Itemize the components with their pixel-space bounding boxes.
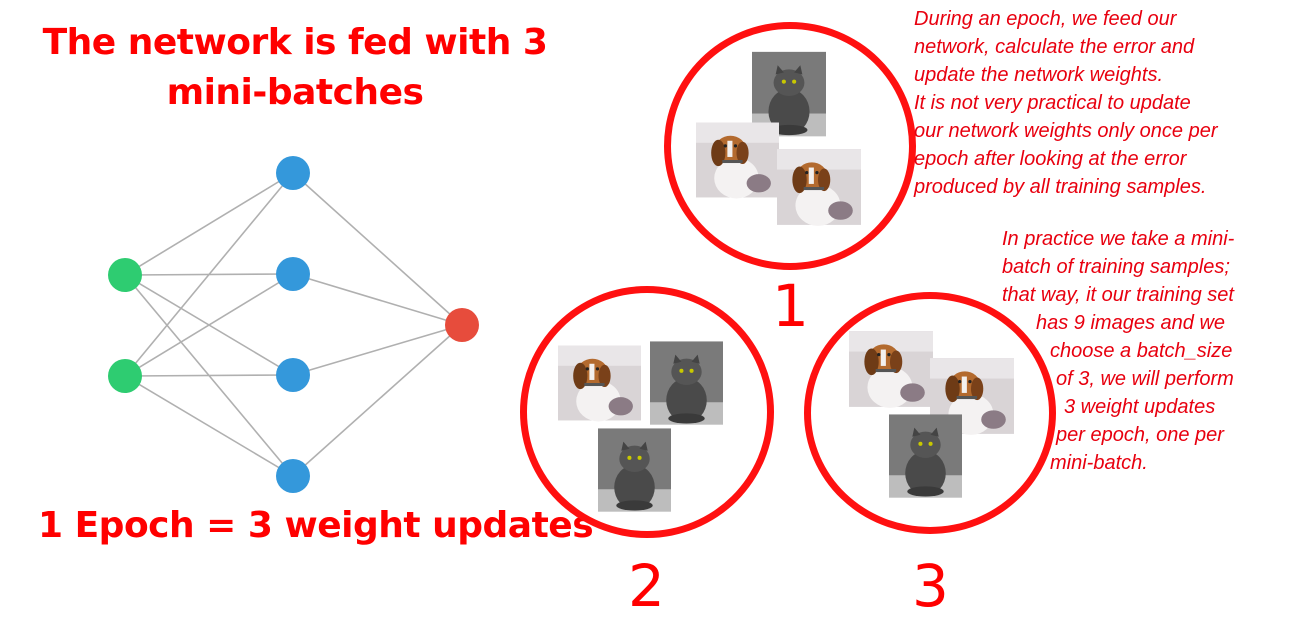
edge: [124, 172, 294, 276]
output-node: [445, 308, 479, 342]
epoch-caption: 1 Epoch = 3 weight updates: [38, 505, 594, 546]
text-line: update the network weights.: [914, 64, 1164, 86]
hidden-node: [276, 358, 310, 392]
text-line: network, calculate the error and: [914, 36, 1195, 58]
input-node: [108, 359, 142, 393]
network-edges: [124, 172, 463, 477]
edge: [292, 273, 463, 326]
text-line: In practice we take a mini-: [1002, 228, 1235, 250]
batch-label-2: 2: [628, 552, 665, 620]
text-line: per epoch, one per: [1056, 424, 1224, 446]
edge: [292, 324, 463, 376]
edge: [124, 273, 294, 377]
hidden-node: [276, 156, 310, 190]
hidden-node: [276, 459, 310, 493]
text-line: produced by all training samples.: [914, 176, 1207, 198]
text-line: choose a batch_size: [1050, 340, 1233, 362]
dog-photo-icon: [696, 122, 779, 199]
text-line: mini-batch.: [1050, 452, 1148, 474]
text-line: that way, it our training set: [1002, 284, 1234, 306]
dog-photo-icon: [777, 149, 861, 226]
text-line: batch of training samples;: [1002, 256, 1230, 278]
text-line: has 9 images and we: [1036, 312, 1226, 334]
text-line: of 3, we will perform: [1056, 368, 1234, 390]
input-node: [108, 258, 142, 292]
title-line-1: The network is fed with 3: [42, 22, 548, 63]
edge: [292, 324, 463, 477]
edge: [124, 374, 294, 377]
edge: [124, 375, 294, 477]
edge: [124, 172, 294, 377]
mini-batch-explanation-text: In practice we take a mini- batch of tra…: [0, 225, 1291, 477]
text-line: During an epoch, we feed our: [914, 8, 1177, 30]
text-line: It is not very practical to update: [914, 92, 1191, 114]
batch-label-1: 1: [772, 272, 809, 340]
neural-network-diagram: [108, 156, 479, 493]
epoch-explanation-text: During an epoch, we feed our network, ca…: [914, 5, 1218, 201]
text-line: 3 weight updates: [1064, 396, 1216, 418]
text-line: epoch after looking at the error: [914, 148, 1187, 170]
title-line-2: mini-batches: [166, 72, 424, 113]
batch-label-3: 3: [912, 552, 949, 620]
diagram-title: The network is fed with 3 mini-batches: [20, 18, 570, 118]
text-line: our network weights only once per: [914, 120, 1218, 142]
edge: [292, 172, 463, 326]
hidden-node: [276, 257, 310, 291]
